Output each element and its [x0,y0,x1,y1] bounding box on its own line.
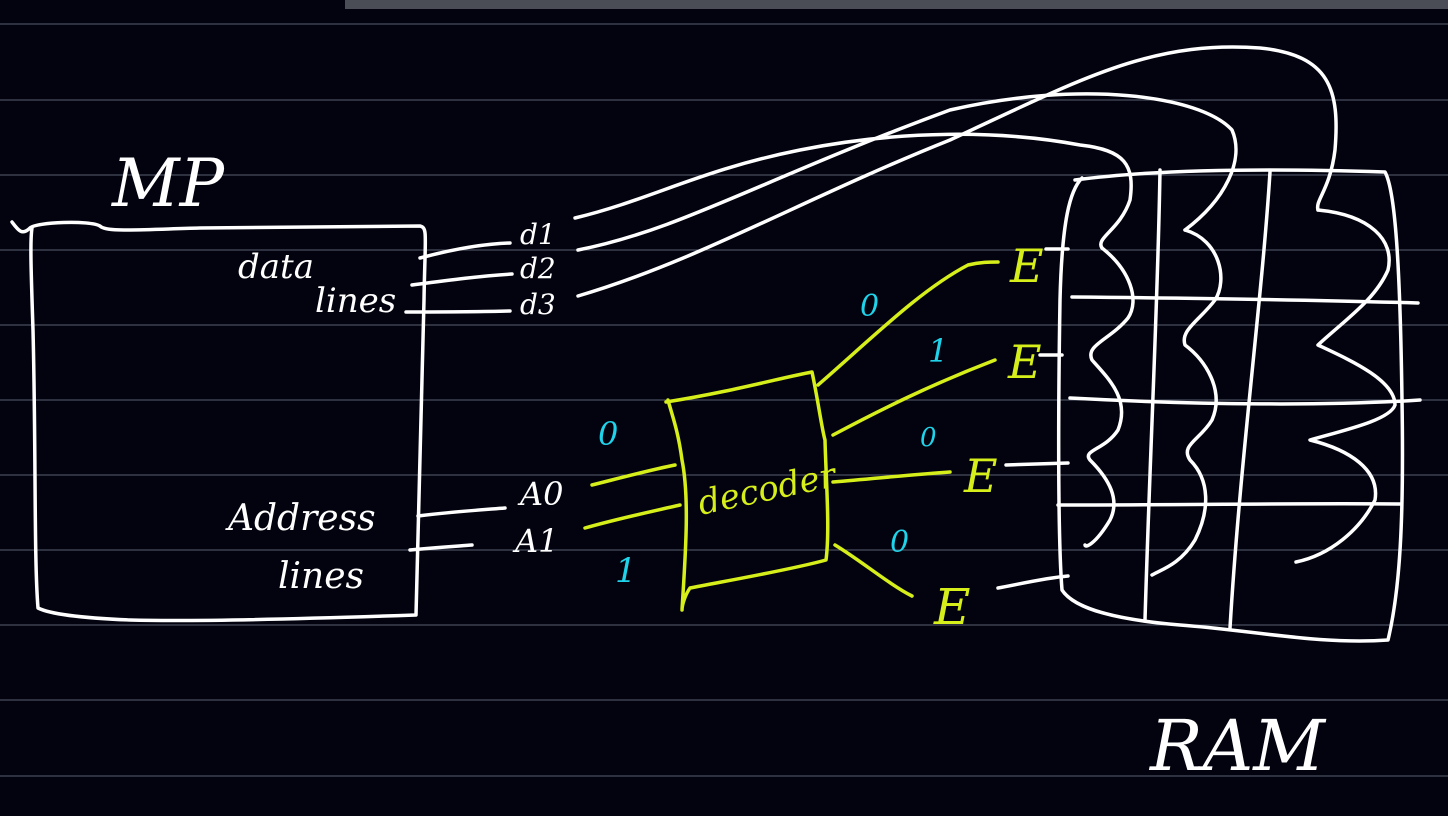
ram-label: RAM [1148,705,1327,787]
decoder-output-3 [833,543,914,598]
d1-wire [573,132,1133,250]
decoder-inputs [583,463,682,530]
top-scrollbar[interactable] [345,0,1448,9]
decoder-box [664,370,830,612]
output-value-1: 1 [928,332,948,370]
enable-label-2: E [963,449,998,503]
d3-wire [576,45,1338,298]
data-line-labels: d1 d2 d3 [520,218,556,321]
data-line-label-d2: d2 [520,252,556,285]
decoder-output-values: 0 1 0 0 [860,289,948,560]
a0-value: 0 [598,415,618,453]
mp-label: MP [111,145,226,222]
enable-label-3: E [933,578,971,636]
data-line-label-d3: d3 [520,288,556,321]
enable-label-0: E [1009,239,1044,293]
output-value-2: 0 [920,423,937,453]
decoder-output-2 [831,470,952,484]
ram-outline [1056,168,1405,643]
ram-grid [1056,168,1422,643]
decoder-output-0 [816,260,1000,387]
decoder-outputs [816,260,1000,598]
data-lines-label-data: data [238,247,314,287]
mp-block: MP data lines Address lines [10,145,428,623]
data-wires-to-ram [573,45,1338,298]
address-line-wires [408,506,507,552]
output-value-0: 0 [860,289,879,324]
a1-value: 1 [615,551,637,591]
address-line-labels: A0 A1 [512,475,563,560]
address-lines-label-lines: lines [278,556,364,597]
decoder-output-1 [831,358,997,437]
enable-label-1: E [1007,335,1042,389]
data-line-label-d1: d1 [520,218,556,251]
address-line-label-a0: A0 [517,475,563,513]
data-line-wires [404,241,514,314]
address-line-label-a1: A1 [512,522,558,560]
ruled-lines [0,23,1448,777]
output-value-3: 0 [890,525,909,560]
address-lines-label-address: Address [225,498,376,539]
enable-labels: E E E E [933,239,1044,636]
decoder-block: decoder [664,370,841,612]
decoder-label: decoder [694,455,841,524]
mp-box [10,220,428,623]
data-lines-label-lines: lines [315,281,396,321]
d2-wire [576,92,1238,252]
